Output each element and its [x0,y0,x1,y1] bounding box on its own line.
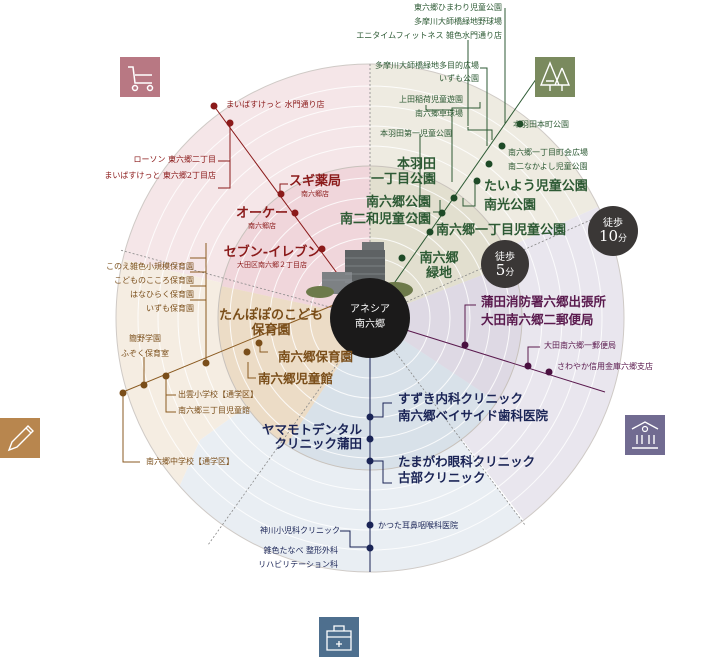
education-category-tile [0,418,40,458]
school-label: 南六郷中学校【通学区】 [146,457,234,466]
shop-name: オーケー [235,206,288,221]
walk-5min-badge: 徒歩 5分 [481,240,529,288]
center-marker [330,278,410,358]
shop-label: まいばすけっと 東六郷2丁目店 [104,171,216,180]
park-label: 南六郷卓球場 [415,109,463,118]
school-label: このえ雑色小規模保育園 [106,262,194,271]
public-connector-lines [389,304,606,393]
clinic-label-large: すずき内科クリニック [398,391,524,406]
park-label: いずも公園 [439,74,479,83]
park-label-large: たいよう児童公園 [484,179,588,194]
shop-branch: 南六郷店 [248,221,276,230]
shopping-cart-icon [128,66,154,92]
public-label: 大田南六郷一郵便局 [544,341,616,350]
clinic-label-large: 古部クリニック [398,470,486,485]
shop-name: スギ薬局 [288,174,341,189]
clinic-name-line: クリニック蒲田 [274,436,362,452]
park-label-large: 南六郷一丁目児童公園 [436,223,567,238]
public-label-large: 大田南六郷二郵便局 [481,312,594,327]
park-label: 東六郷ひまわり児童公園 [414,3,502,12]
park-label-large: 南二和児童公園 [339,212,431,227]
shop-label: まいばすけっと 水門通り店 [226,100,325,109]
shopping-category-tile [120,57,160,97]
school-label-large: 南六郷保育園 [278,349,354,364]
shop-label-large: オーケー南六郷店 [232,206,292,230]
park-name-line: 緑地 [425,265,452,281]
shop-branch: 大田区南六郷２丁目店 [237,260,307,269]
park-name-line: 本羽田 [396,157,436,172]
shop-name: セブン-イレブン [223,245,321,260]
public-label-large: 蒲田消防署六郷出張所 [481,294,607,309]
pencil-icon [7,425,34,452]
center-line1: アネシア [350,304,390,315]
park-label: 南二なかよし児童公園 [508,162,588,171]
park-label-large: 南六郷公園 [365,195,431,210]
park-label: 多摩川大師橋緑地多目的広場 [375,61,479,70]
school-name-line: 保育園 [251,322,291,338]
shopping-dots [210,102,326,253]
parks-connector-lines [369,8,549,319]
park-label-large: 南光公園 [484,198,537,213]
shop-branch: 南六郷店 [301,189,329,198]
walk-label: 徒歩 [603,218,623,229]
park-name-line: 南六郷 [419,251,459,266]
sector-dividers [119,64,603,546]
park-label: 多摩川大師橋緑地野球場 [414,17,502,26]
clinic-label: かつた耳鼻咽喉科医院 [378,521,458,530]
school-label: 簡野学園ふぞく保育室 [115,331,175,361]
clinic-name-line: 雑色たなべ 整形外科 [263,546,338,555]
clinic-label-large: 南六郷ベイサイド歯科医院 [398,408,549,423]
park-label-large: 南六郷緑地 [410,251,468,282]
clinic-name-line: リハビリテーション科 [258,560,338,570]
public-label: さわやか信用金庫六郷支店 [557,362,653,371]
school-name-line: たんぽぽのこども [218,308,323,323]
park-name-line: 一丁目公園 [370,171,436,187]
parks-category-tile [535,57,575,97]
school-label: はなひらく保育園 [130,290,194,299]
school-label: いずも保育園 [146,304,194,313]
bank-building-icon [631,421,659,449]
park-label: 南六郷一丁目町会広場 [508,148,588,157]
medical-connector-lines [340,340,392,572]
medical-kit-icon [326,625,352,651]
park-label: 本羽田本町公園 [513,120,569,129]
center-line2: 南六郷 [355,319,385,330]
walk-unit: 分 [618,234,628,244]
medical-dots [366,413,374,552]
parks-dots [398,120,524,262]
clinic-label-large: ヤマモトデンタルクリニック蒲田 [261,422,362,452]
park-label: 上田稲荷児童遊園 [399,95,463,104]
walk-unit: 分 [505,268,515,278]
center-property-label: アネシア 南六郷 [338,302,402,332]
park-label: 本羽田第一児童公園 [380,129,452,138]
clinic-name-line: ヤマモトデンタル [261,422,362,437]
clinic-label: 神川小児科クリニック [260,526,340,535]
medical-category-tile [319,617,359,657]
education-dots [119,339,263,397]
walk-minutes: 5 [495,261,506,279]
school-label-large: 南六郷児童館 [258,371,334,386]
public-category-tile [625,415,665,455]
public-dots [461,341,553,376]
school-label: 出雲小学校【通学区】 [178,390,258,399]
walk-minutes: 10 [598,227,619,245]
walk-10min-badge: 徒歩 10分 [588,206,638,256]
park-label-large: 本羽田一丁目公園 [370,157,436,188]
fitness-label: エニタイムフィットネス 雑色水門通り店 [356,31,502,40]
clinic-label-large: たまがわ眼科クリニック [398,454,536,469]
shop-label: ローソン 東六郷二丁目 [133,155,216,164]
clinic-label: 雑色たなべ 整形外科リハビリテーション科 [258,544,338,573]
school-name-line: 簡野学園 [129,334,161,343]
walk-label: 徒歩 [495,252,515,263]
school-label: こどものこころ保育園 [114,276,194,285]
trees-icon [539,61,571,91]
shop-label-large: セブン-イレブン大田区南六郷２丁目店 [222,245,322,269]
school-name-line: ふぞく保育室 [121,349,169,359]
school-label-large: たんぽぽのこども保育園 [212,308,330,339]
shop-label-large: スギ薬局南六郷店 [285,174,345,198]
school-label: 南六郷三丁目児童館 [178,406,250,415]
